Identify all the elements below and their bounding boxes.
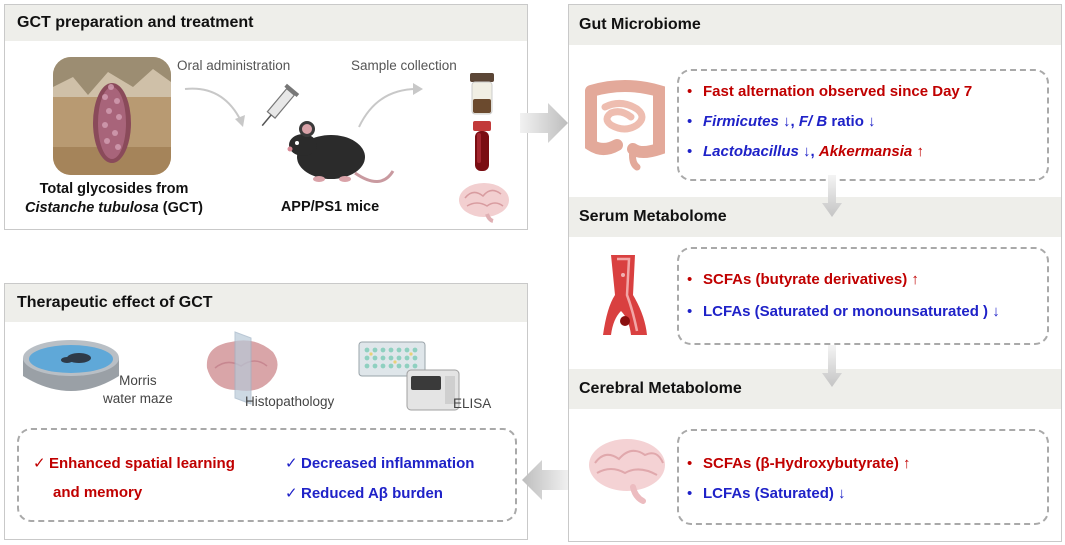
- lactobacillus-arrow: ↓,: [798, 143, 819, 160]
- down-arrow-icon: [822, 345, 842, 387]
- effect-learning-text: Enhanced spatial learning: [49, 455, 235, 472]
- effect-inflammation: ✓Decreased inflammation: [285, 454, 474, 472]
- gut-item-1: • Fast alternation observed since Day 7: [687, 83, 972, 100]
- curved-arrow-icon: [358, 83, 423, 128]
- morris-label-line1: Morris: [119, 373, 157, 388]
- prep-title: GCT preparation and treatment: [5, 5, 527, 41]
- serum-item-2: • LCFAs (Saturated or monounsaturated ) ↓: [687, 303, 1000, 320]
- plant-abbrev: (GCT): [158, 200, 204, 216]
- cerebral-findings-box: • SCFAs (β-Hydroxybutyrate) ↑ • LCFAs (Sat…: [677, 429, 1049, 525]
- bullet-icon: •: [687, 83, 693, 100]
- histopathology-label: Histopathology: [245, 394, 335, 409]
- fb-ratio-text: F/ B: [798, 113, 828, 130]
- plate-reader-icon: [406, 369, 460, 411]
- bullet-icon: •: [687, 113, 693, 130]
- effect-learning-line2: and memory: [53, 484, 143, 501]
- prep-panel: GCT preparation and treatment Total glyc…: [4, 4, 528, 230]
- akkermansia-arrow: ↑: [912, 143, 924, 160]
- serum-findings-box: • SCFAs (butyrate derivatives) ↑ • LCFAs (…: [677, 247, 1049, 345]
- elisa-label: ELISA: [453, 396, 492, 411]
- check-icon: ✓: [33, 455, 46, 472]
- gut-findings-box: • Fast alternation observed since Day 7 •…: [677, 69, 1049, 181]
- akkermansia-text: Akkermansia: [818, 143, 913, 160]
- mouse-icon: [287, 121, 395, 183]
- gut-title: Gut Microbiome: [569, 5, 1061, 45]
- mice-caption: APP/PS1 mice: [280, 199, 380, 215]
- curved-arrow-icon: [184, 87, 245, 127]
- elisa-plate-icon: [358, 341, 426, 377]
- effects-box: ✓Enhanced spatial learning and memory ✓D…: [17, 428, 517, 522]
- syringe-icon: [261, 83, 300, 127]
- firmicutes-text: Firmicutes: [703, 113, 779, 130]
- therapeutic-panel: Therapeutic effect of GCT Morris water m…: [4, 283, 528, 540]
- effect-abeta-text: Reduced Aβ burden: [301, 485, 443, 502]
- bullet-icon: •: [687, 485, 693, 502]
- plant-caption: Total glycosides from Cistanche tubulosa…: [19, 180, 209, 218]
- cerebral-item-2-text: LCFAs (Saturated) ↓: [703, 485, 846, 502]
- cerebral-item-2: • LCFAs (Saturated) ↓: [687, 485, 846, 502]
- plant-caption-line2: Cistanche tubulosa (GCT): [19, 199, 209, 218]
- firmicutes-arrow: ↓,: [778, 113, 799, 130]
- lactobacillus-text: Lactobacillus: [703, 143, 799, 160]
- cistanche-plant-image: [53, 57, 171, 175]
- bullet-icon: •: [687, 271, 693, 288]
- fb-ratio-rest: ratio ↓: [827, 113, 876, 130]
- plant-species-name: Cistanche tubulosa: [24, 200, 159, 216]
- metabolome-panel: Gut Microbiome Serum Metabolome Cerebral…: [568, 4, 1062, 542]
- down-arrow-icon: [822, 175, 842, 217]
- check-icon: ✓: [285, 455, 298, 472]
- bullet-icon: •: [687, 455, 693, 472]
- gut-item-2: • Firmicutes ↓, F/ B ratio ↓: [687, 113, 876, 130]
- cerebral-title: Cerebral Metabolome: [569, 369, 1061, 409]
- gut-item-3: • Lactobacillus ↓, Akkermansia ↑: [687, 143, 924, 160]
- effect-abeta: ✓Reduced Aβ burden: [285, 484, 443, 502]
- intestine-icon: [585, 80, 665, 171]
- gut-item-1-text: Fast alternation observed since Day 7: [703, 83, 973, 100]
- cerebral-item-1: • SCFAs (β-Hydroxybutyrate) ↑: [687, 455, 911, 472]
- morris-label: Morris water maze: [103, 372, 173, 408]
- water-maze-icon: [23, 340, 119, 391]
- serum-item-2-text: LCFAs (Saturated or monounsaturated ) ↓: [703, 303, 1000, 320]
- effect-learning-line1: ✓Enhanced spatial learning: [33, 454, 235, 472]
- brain-section-icon: [206, 331, 278, 405]
- serum-title: Serum Metabolome: [569, 197, 1061, 237]
- cerebral-item-1-text: SCFAs (β-Hydroxybutyrate) ↑: [703, 455, 911, 472]
- morris-label-line2: water maze: [103, 391, 173, 406]
- blood-tube-icon: [473, 121, 491, 171]
- bullet-icon: •: [687, 303, 693, 320]
- right-arrow-icon: [520, 103, 568, 143]
- brain-icon: [589, 439, 665, 504]
- feces-tube-icon: [470, 73, 494, 115]
- left-arrow-icon: [522, 460, 570, 500]
- brain-icon: [459, 183, 509, 223]
- serum-item-1-text: SCFAs (butyrate derivatives) ↑: [703, 271, 919, 288]
- check-icon: ✓: [285, 485, 298, 502]
- blood-vessel-icon: [603, 255, 647, 335]
- plant-caption-line1: Total glycosides from: [39, 181, 189, 197]
- effect-inflammation-text: Decreased inflammation: [301, 455, 475, 472]
- sample-collection-label: Sample collection: [351, 58, 457, 73]
- therapeutic-title: Therapeutic effect of GCT: [5, 284, 527, 322]
- oral-administration-label: Oral administration: [177, 58, 291, 73]
- bullet-icon: •: [687, 143, 693, 160]
- serum-item-1: • SCFAs (butyrate derivatives) ↑: [687, 271, 919, 288]
